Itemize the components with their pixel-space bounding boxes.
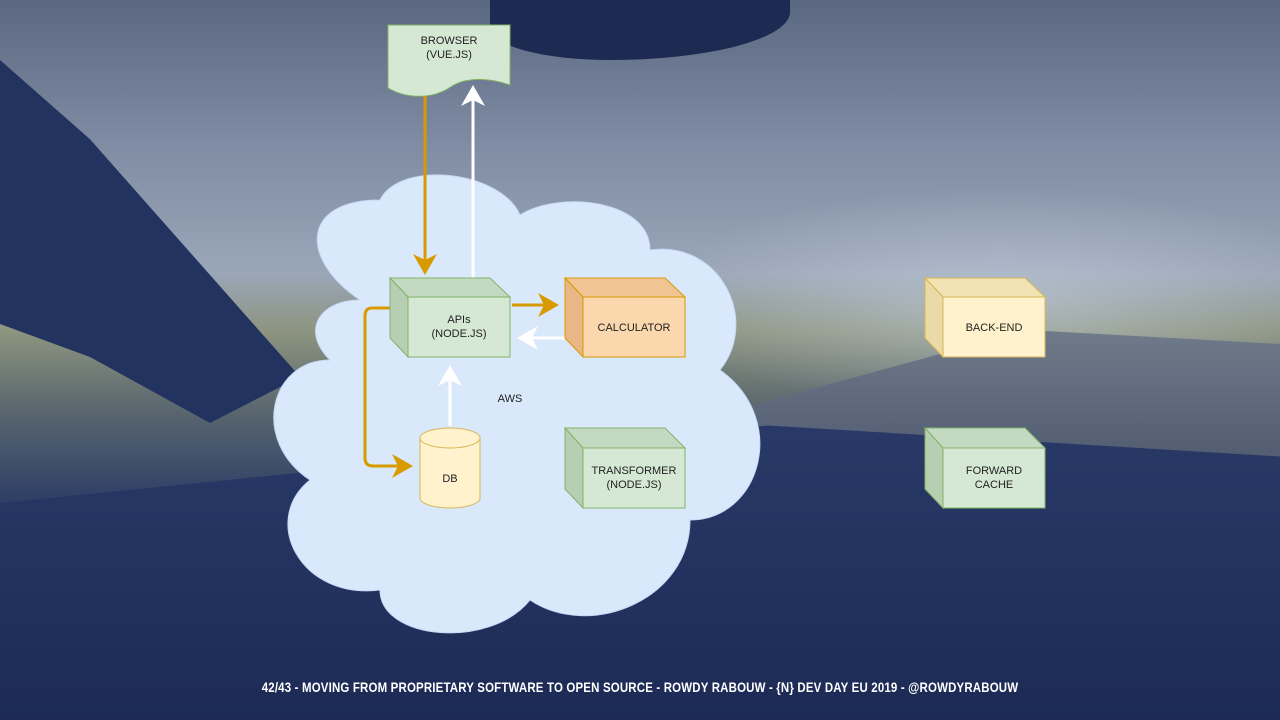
svg-text:CALCULATOR: CALCULATOR — [598, 322, 671, 334]
browser-node[interactable]: BROWSER (VUE.JS) — [387, 24, 511, 97]
svg-text:APIs: APIs — [447, 314, 471, 326]
svg-text:(NODE.JS): (NODE.JS) — [432, 328, 487, 340]
apis-node[interactable]: APIs (NODE.JS) — [388, 276, 512, 359]
svg-text:TRANSFORMER: TRANSFORMER — [592, 465, 677, 477]
arrow-apis-to-db — [363, 306, 413, 478]
backend-node[interactable]: BACK-END — [923, 276, 1047, 359]
calculator-node[interactable]: CALCULATOR — [563, 276, 687, 359]
svg-text:CACHE: CACHE — [975, 479, 1014, 491]
transformer-node[interactable]: TRANSFORMER (NODE.JS) — [563, 426, 687, 510]
db-node[interactable]: DB — [419, 427, 481, 509]
forward-cache-node[interactable]: FORWARD CACHE — [923, 426, 1047, 510]
aws-label: AWS — [498, 393, 523, 405]
svg-text:(NODE.JS): (NODE.JS) — [607, 479, 662, 491]
svg-text:BROWSER: BROWSER — [421, 35, 478, 47]
aws-cloud: AWS — [273, 174, 761, 634]
svg-text:FORWARD: FORWARD — [966, 465, 1022, 477]
svg-text:(VUE.JS): (VUE.JS) — [426, 49, 472, 61]
svg-text:DB: DB — [442, 473, 457, 485]
svg-text:BACK-END: BACK-END — [966, 322, 1023, 334]
slide-footer: 42/43 - MOVING FROM PROPRIETARY SOFTWARE… — [261, 679, 1019, 695]
